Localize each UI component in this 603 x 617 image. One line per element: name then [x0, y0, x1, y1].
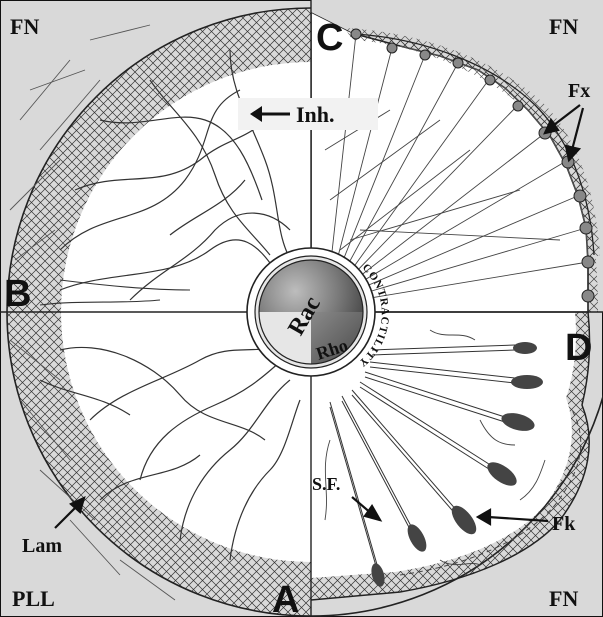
corner-label-bottom-left: PLL: [12, 586, 55, 611]
label-stress-fiber: S.F.: [312, 474, 340, 494]
corner-label-bottom-right: FN: [549, 586, 578, 611]
quadrant-label-b: B: [4, 273, 31, 315]
quadrant-label-a: A: [272, 579, 299, 617]
corner-label-top-left: FN: [10, 14, 39, 39]
label-focal-complex: Fx: [568, 80, 590, 102]
label-focal-contact: Fk: [552, 513, 576, 535]
label-lamellipodium: Lam: [22, 535, 62, 557]
label-inhibition: Inh.: [296, 102, 335, 127]
focal-contact-1: [513, 342, 537, 354]
focal-contact-2: [511, 375, 543, 389]
quadrant-label-d: D: [565, 327, 592, 369]
corner-label-top-right: FN: [549, 14, 578, 39]
quadrant-label-c: C: [316, 17, 343, 59]
